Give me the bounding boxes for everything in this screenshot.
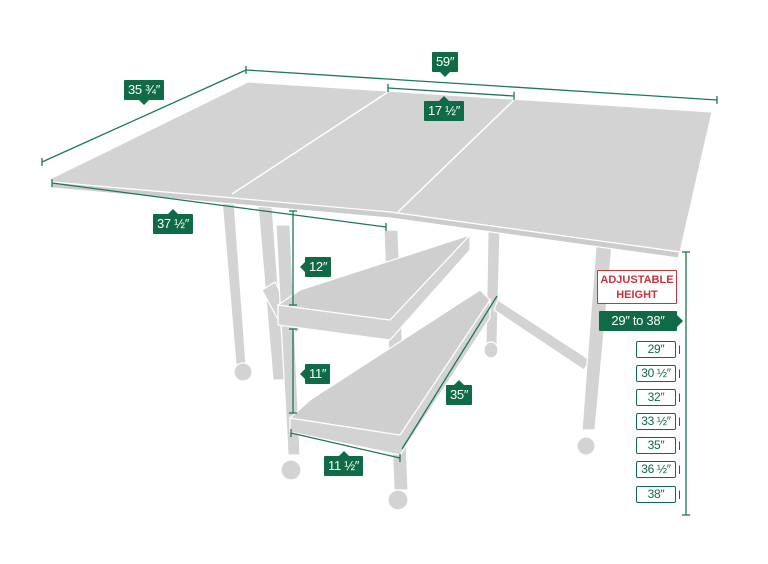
height-option: 35″ bbox=[636, 437, 680, 454]
dimension-tag-shelf-depth: 11 ½″ bbox=[324, 451, 364, 476]
height-option: 36 ½″ bbox=[636, 461, 680, 478]
height-option: 30 ½″ bbox=[636, 365, 680, 382]
dimension-lines bbox=[41, 66, 718, 516]
adjustable-height-line2: HEIGHT bbox=[616, 289, 658, 301]
dimension-tag-center-panel: 17 ½″ bbox=[424, 96, 465, 121]
height-option: 32″ bbox=[636, 389, 680, 406]
dimension-tag-top-depth: 35 ¾″ bbox=[124, 80, 165, 105]
dimension-tag-top-width: 59″ bbox=[432, 52, 459, 77]
height-option: 33 ½″ bbox=[636, 413, 680, 430]
dimension-tag-shelf-length: 35″ bbox=[446, 380, 473, 405]
adjustable-height-line1: ADJUSTABLE bbox=[600, 274, 674, 286]
dimension-tag-upper-shelf: 12″ bbox=[299, 257, 332, 277]
dimension-tag-leaf-edge: 37 ½″ bbox=[153, 209, 194, 234]
table-frame bbox=[51, 81, 713, 511]
height-option: 38″ bbox=[636, 486, 680, 503]
adjustable-height-label: ADJUSTABLE HEIGHT bbox=[597, 270, 677, 304]
height-range-tag: 29″ to 38″ bbox=[599, 311, 683, 331]
height-option: 29″ bbox=[636, 341, 680, 358]
dimension-tag-lower-shelf: 11″ bbox=[299, 364, 331, 384]
